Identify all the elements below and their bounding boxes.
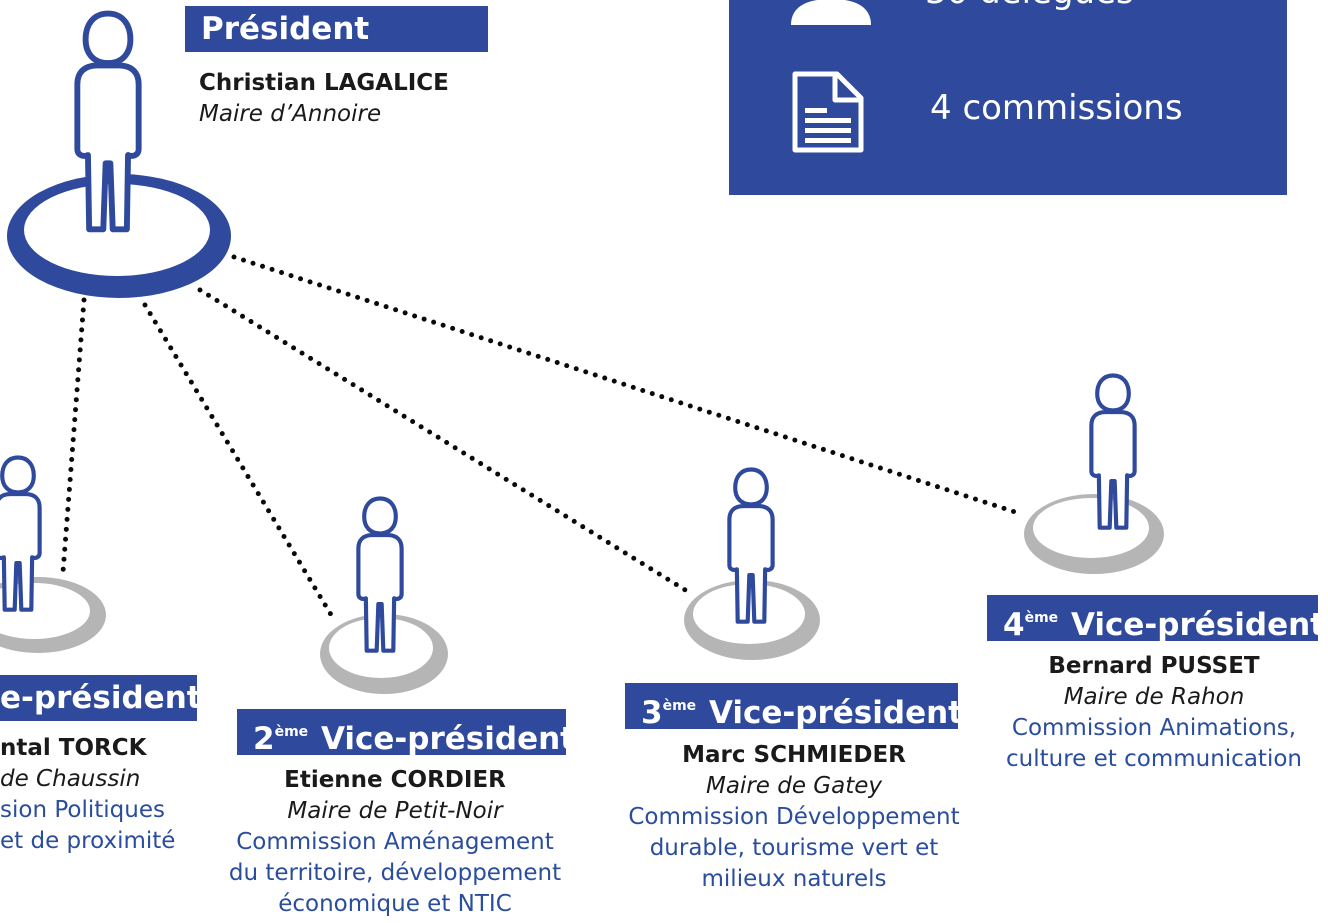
vp4-commission-line-1: Commission Animations, [1011, 715, 1297, 741]
president-role: Maire d’Annoire [199, 101, 382, 127]
vp2-ordinal-suffix: ème [274, 724, 309, 740]
commissions-count: 4 commissions [930, 88, 1183, 128]
vp3-banner: 3ème Vice-président [625, 683, 958, 729]
vp3-title: Vice-président [708, 695, 958, 729]
vp2-role: Maire de Petit-Noir [287, 798, 503, 824]
vp3-commission-line-1: Commission Développement [628, 804, 960, 830]
connector-vp3 [197, 287, 693, 596]
person-icon [791, 0, 871, 25]
vp3-figure [684, 469, 820, 660]
vp1-name: ntal TORCK [0, 735, 147, 761]
vp3-commission-line-2: durable, tourisme vert et [649, 835, 939, 861]
connector-vp2 [142, 302, 336, 621]
vp4-name: Bernard PUSSET [1048, 653, 1260, 679]
president-name: Christian LAGALICE [199, 70, 449, 96]
vp3-commission-line-3: milieux naturels [701, 866, 887, 892]
vp4-commission-line-2: culture et communication [1006, 746, 1302, 772]
vp1-role: de Chaussin [0, 766, 141, 792]
vp3-info: Marc SCHMIEDER Maire de Gatey Commission… [594, 740, 994, 895]
vp2-figure [320, 498, 448, 694]
vp4-role: Maire de Rahon [1063, 684, 1245, 710]
vp3-role: Maire de Gatey [705, 773, 882, 799]
vp1-banner: e-présidente [0, 675, 197, 721]
vp4-ordinal: 4 [1003, 607, 1025, 641]
vp3-name: Marc SCHMIEDER [682, 742, 906, 768]
vp2-name: Etienne CORDIER [284, 767, 506, 793]
vp4-figure [1024, 375, 1164, 574]
vp1-title: e-présidente [0, 680, 197, 716]
delegates-count: 30 délégués [925, 0, 1134, 12]
vp2-commission-line-3: économique et NTIC [278, 891, 512, 917]
connector-lines [60, 254, 1018, 621]
president-figure [7, 14, 231, 298]
vp3-ordinal: 3 [641, 695, 663, 729]
vp1-figure [0, 457, 106, 653]
president-banner: Président [185, 6, 488, 52]
vp3-ordinal-suffix: ème [662, 698, 697, 714]
vp4-banner: 4ème Vice-président [987, 595, 1318, 641]
vp4-title: Vice-président [1070, 607, 1318, 641]
vp2-title: Vice-président [320, 721, 566, 755]
vp2-commission-line-1: Commission Aménagement [236, 829, 554, 855]
connector-vp1 [60, 297, 87, 575]
vp2-info: Etienne CORDIER Maire de Petit-Noir Comm… [195, 765, 595, 920]
vp4-ordinal-suffix: ème [1024, 610, 1059, 626]
president-info: Christian LAGALICE Maire d’Annoire [199, 68, 449, 130]
vp1-commission-line-2: et de proximité [0, 828, 176, 854]
vp2-commission-line-2: du territoire, développement [228, 860, 562, 886]
president-title: Président [201, 11, 370, 47]
summary-box: 30 délégués 4 commissions [729, 0, 1287, 195]
document-icon [792, 71, 864, 153]
vp2-ordinal: 2 [253, 721, 275, 755]
vp1-commission-line-1: sion Politiques [0, 797, 165, 823]
connector-vp4 [231, 254, 1018, 515]
vp4-info: Bernard PUSSET Maire de Rahon Commission… [954, 651, 1328, 775]
vp2-banner: 2ème Vice-président [237, 709, 566, 755]
vp1-info: ntal TORCK de Chaussin sion Politiques e… [0, 733, 175, 857]
